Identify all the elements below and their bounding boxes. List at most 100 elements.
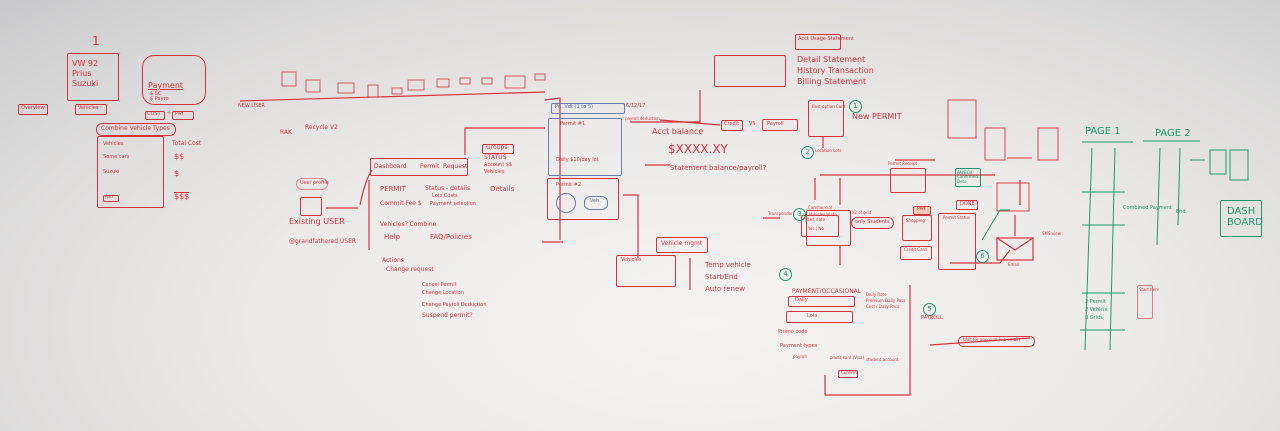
start-date-label: Start date bbox=[805, 217, 826, 222]
commercial-label: Commercial bbox=[808, 205, 832, 210]
payment-selection: Payment selection bbox=[430, 201, 476, 207]
step-badge: 3 bbox=[793, 208, 806, 221]
user-avatar-icon bbox=[300, 197, 322, 216]
payment-option-radio[interactable]: payroll bbox=[793, 354, 807, 359]
groups-box: Groups bbox=[482, 144, 514, 154]
cost-total: $$$ bbox=[174, 192, 190, 201]
step-badge: 5 bbox=[923, 303, 936, 316]
help-link[interactable]: Help bbox=[384, 233, 400, 241]
checklist-item: 2 Permit bbox=[1085, 299, 1106, 305]
sms-label: SMS view bbox=[1042, 231, 1062, 236]
permit-receipt-card bbox=[890, 168, 926, 193]
confirm-button[interactable]: Confirm bbox=[838, 370, 858, 378]
lots-row[interactable]: Lots bbox=[786, 311, 853, 323]
step-badge: 6 bbox=[976, 250, 989, 263]
permit-status: Status - details bbox=[425, 185, 471, 192]
approval-label: Wait for approval (via email) bbox=[963, 337, 1020, 342]
location-lots: Location Lots bbox=[815, 148, 842, 153]
step-badge: 1 bbox=[849, 100, 862, 113]
page-1-title: PAGE 1 bbox=[1085, 126, 1121, 137]
start-here-box: Start here bbox=[1137, 285, 1159, 319]
tab-request[interactable]: Request bbox=[443, 163, 468, 170]
grandfathered-user: @grandfathered USER bbox=[289, 238, 357, 245]
vehicle-name: Prius bbox=[72, 69, 92, 78]
payment-card bbox=[142, 55, 206, 105]
vehicles-plate-card: Vehicles/plate bbox=[806, 210, 851, 246]
statement-wireframe bbox=[714, 55, 786, 87]
permit-1-card[interactable] bbox=[548, 118, 622, 176]
promo-code: Promo code bbox=[778, 329, 808, 335]
existing-user: Existing USER bbox=[289, 217, 345, 226]
vehicle-mgmt-box: Vehicle mgmt bbox=[656, 237, 708, 253]
email-label: Email bbox=[1008, 262, 1020, 267]
vehicles-combine: Vehicles? Combine bbox=[380, 221, 437, 228]
action-item: Cancel Permit bbox=[422, 282, 457, 288]
vehicle-name: Suzuki bbox=[72, 79, 99, 88]
permit-1-title: Permit #1 bbox=[560, 121, 586, 127]
add-label: Add bbox=[105, 194, 113, 199]
permit-header: Pd. Vdt (1 to 5) bbox=[555, 104, 593, 110]
premium-pass: Premium Daily Pass bbox=[866, 298, 906, 303]
best-option-label: Best option Card bbox=[812, 104, 846, 109]
cost-button[interactable]: COST bbox=[145, 111, 165, 120]
vehicles-label: Vehicles bbox=[78, 105, 99, 111]
payroll-box: Payroll bbox=[762, 119, 798, 131]
new-permit-label: New PERMIT bbox=[852, 112, 902, 121]
check-icon bbox=[556, 193, 576, 213]
pay-button[interactable]: PAY bbox=[913, 206, 931, 215]
statement-item: Detail Statement bbox=[797, 55, 866, 64]
permit-receipt-label: Permit Receipt bbox=[888, 161, 918, 166]
permit-2-title: Permit #2 bbox=[556, 182, 582, 188]
table-header: Vehicles bbox=[103, 141, 124, 147]
vehicle-label: Veh. bbox=[590, 198, 601, 204]
table-row: Suzuki bbox=[103, 169, 120, 175]
group-item: Account $$ bbox=[484, 162, 513, 168]
payroll-tag: PAYROLL bbox=[921, 315, 943, 321]
add-button[interactable]: Add bbox=[103, 194, 119, 202]
vehicle-button[interactable]: Veh. bbox=[584, 196, 608, 210]
plus-sign: + bbox=[167, 110, 172, 116]
faq-link[interactable]: FAQ/Policies bbox=[430, 233, 472, 241]
statement-title: Acct Usage Statement bbox=[798, 36, 854, 42]
auto-renew: Auto renew bbox=[705, 285, 745, 293]
tab-dashboard[interactable]: Dashboard bbox=[374, 163, 407, 170]
action-item: Change Location bbox=[422, 290, 464, 296]
commit-fee: Commit Fee $ bbox=[380, 200, 422, 207]
tab-permit[interactable]: Permit bbox=[420, 163, 440, 170]
paybox-label: PAYBOX Confirmed Deta bbox=[957, 170, 978, 184]
permit-status-card: Permit Status bbox=[938, 213, 976, 270]
permit-date: 6/12/17 bbox=[626, 103, 646, 109]
grid-note: x2 of grid bbox=[852, 210, 872, 215]
end-label: End bbox=[1176, 209, 1186, 215]
page-2-title: PAGE 2 bbox=[1155, 128, 1191, 139]
confirm-label: Confirm bbox=[841, 370, 857, 375]
credit-card-label: Credit Card bbox=[904, 247, 927, 252]
payment-option-radio[interactable]: student account bbox=[866, 357, 899, 362]
action-item: Change Payroll Deduction bbox=[422, 302, 487, 308]
payment-option-radio[interactable]: credit card (Visa) bbox=[830, 355, 865, 360]
statement-title-box: Acct Usage Statement bbox=[795, 34, 854, 50]
details-label: Details bbox=[490, 185, 515, 193]
checklist-item: 0 Grids bbox=[1085, 315, 1103, 321]
payment-option: $ Payro bbox=[150, 96, 169, 102]
payment-occasional: PAYMENT/OCCASIONAL bbox=[792, 288, 862, 295]
actions-heading: Actions bbox=[382, 257, 404, 264]
vehicles-button[interactable]: Vehicles bbox=[75, 104, 107, 115]
daily-row[interactable]: Daily bbox=[788, 296, 855, 307]
permit-2-card[interactable] bbox=[547, 178, 619, 220]
action-item: Suspend permit? bbox=[422, 312, 473, 319]
user-profile-bubble: User profile bbox=[296, 178, 329, 190]
done-button[interactable]: DONE bbox=[956, 200, 978, 210]
credit-card-box: Credit Card bbox=[900, 246, 932, 260]
vs-label: VS bbox=[749, 121, 756, 127]
dashboard-box: DASH BOARD bbox=[1220, 200, 1263, 237]
group-item: STATUS bbox=[484, 154, 507, 161]
acct-balance-amount: $XXXX.XY bbox=[668, 142, 728, 156]
vehicle-name: VW 92 bbox=[72, 59, 99, 68]
pay-button[interactable]: PAY bbox=[172, 111, 194, 120]
overview-label: Overview bbox=[21, 105, 45, 111]
yes-no-toggle[interactable]: Yes | No bbox=[808, 226, 824, 231]
combine-table bbox=[97, 136, 164, 208]
vehicle-mgmt-label: Vehicle mgmt bbox=[661, 240, 703, 247]
